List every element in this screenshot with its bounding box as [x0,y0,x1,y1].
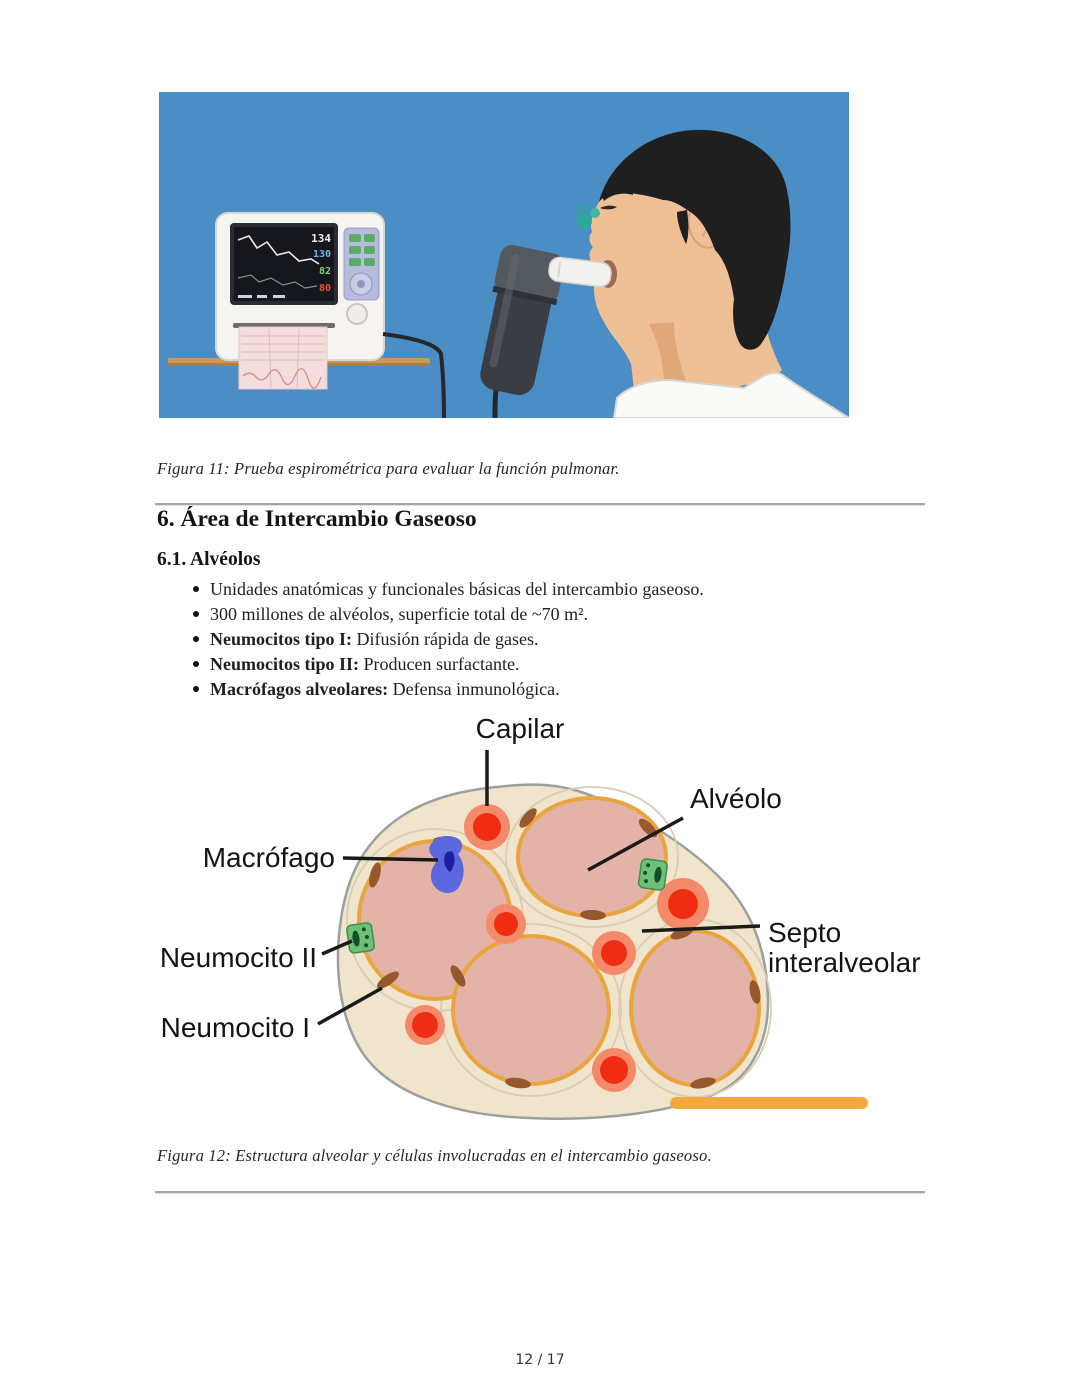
machine-cable [382,332,446,418]
alveoli [357,796,761,1087]
label-capilar: Capilar [476,713,565,744]
label-neumocito-i: Neumocito I [161,1012,310,1043]
label-neumocito-ii: Neumocito II [160,942,317,973]
nose-clip [575,205,600,229]
label-alveolo: Alvéolo [690,783,782,814]
figure-12-caption: Figura 12: Estructura alveolar y células… [157,1146,712,1165]
label-septo: Septo [768,917,841,948]
alveolus [629,929,761,1087]
capillary [464,804,510,850]
machine-keypad [343,227,380,301]
monitor-value-1: 134 [311,232,331,245]
airway-bar [670,1097,868,1109]
list-item: Neumocitos tipo I: Difusión rápida de ga… [157,627,897,652]
eye [600,205,617,210]
capillary [405,1005,445,1045]
alveolus [516,796,668,918]
sideburn [677,210,689,244]
section-heading: 6. Área de Intercambio Gaseoso [157,506,477,532]
capillary [657,878,709,930]
figure-11-image: 134 130 82 80 [159,92,849,418]
spirometer-machine: 134 130 82 80 [215,212,446,418]
shirt [612,372,849,418]
eyebrow [602,187,633,201]
leader-lines [317,750,761,1026]
label-macrofago: Macrófago [203,842,335,873]
pneumocyte-ii-cell [637,858,668,891]
alveolus [451,934,611,1086]
list-item: Neumocitos tipo II: Producen surfactante… [157,652,897,677]
capillaries [405,804,709,1092]
figure-11-caption: Figura 11: Prueba espirométrica para eva… [157,459,620,478]
capillary [486,904,526,944]
monitor-value-4: 80 [319,283,331,294]
handheld-spirometer [480,244,612,418]
capillary [592,1048,636,1092]
machine-dial [346,303,368,325]
list-item: 300 millones de alvéolos, superficie tot… [157,602,897,627]
figure-12-image: Capilar Alvéolo Macrófago Neumocito II N… [160,713,921,1120]
capillary [592,931,636,975]
pneumocyte-ii-cell [346,922,375,954]
page-number: 12 / 17 [515,1352,565,1368]
hair [599,129,791,350]
section-divider-bottom [155,1191,925,1194]
list-item: Macrófagos alveolares: Defensa inmunológ… [157,677,897,702]
neck-shadow [649,322,689,388]
printout-paper [238,326,328,390]
macrophage-cell [429,836,464,894]
list-item: Unidades anatómicas y funcionales básica… [157,577,897,602]
section-subheading: 6.1. Alvéolos [157,549,261,570]
alveoli-bullet-list: Unidades anatómicas y funcionales básica… [157,577,897,702]
patient [575,129,849,418]
monitor-value-2: 130 [313,249,331,260]
section-divider-top [155,503,925,506]
spirometry-waveform [237,235,320,265]
monitor-value-3: 82 [319,266,331,277]
label-interalveolar: interalveolar [768,947,921,978]
mouthpiece [548,256,612,288]
